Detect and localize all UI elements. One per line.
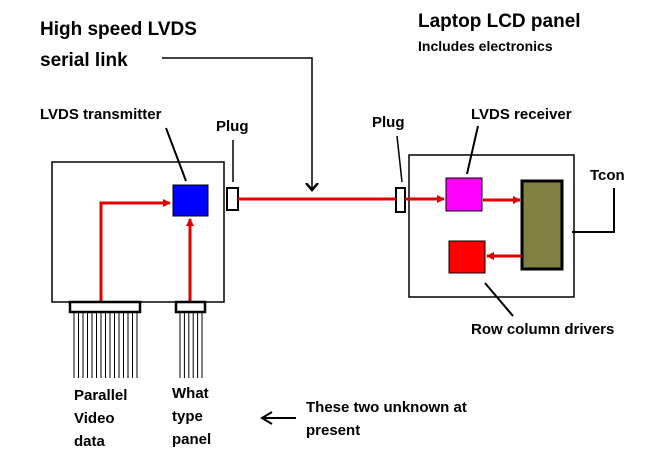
panel-type-connector bbox=[174, 300, 207, 314]
title-line-2: serial link bbox=[40, 50, 128, 71]
panel-type-label-3: panel bbox=[172, 431, 211, 448]
row-column-driver-chip bbox=[448, 240, 486, 274]
lvds-receiver-chip bbox=[445, 177, 483, 212]
left-arrow-icon-head bbox=[260, 411, 273, 425]
panel-title: Laptop LCD panel bbox=[418, 11, 581, 32]
parallel-video-label-1: Parallel bbox=[74, 387, 127, 404]
receiver-pointer bbox=[466, 125, 479, 175]
parallel-video-label-3: data bbox=[74, 433, 106, 450]
plug-right-label: Plug bbox=[372, 114, 405, 131]
serial-link-pointer bbox=[162, 57, 312, 190]
tcon-chip bbox=[520, 179, 564, 271]
lvds-receiver-label: LVDS receiver bbox=[471, 106, 572, 123]
row-column-drivers-label: Row column drivers bbox=[471, 321, 614, 338]
transmitter-pointer bbox=[165, 127, 187, 182]
parallel-video-connector bbox=[68, 300, 142, 314]
panel-type-label-2: type bbox=[172, 408, 203, 425]
tcon-pointer bbox=[572, 188, 615, 233]
panel-type-wires bbox=[179, 312, 203, 378]
title-line-1: High speed LVDS bbox=[40, 19, 197, 40]
lvds-transmitter-chip bbox=[172, 184, 209, 217]
parallel-video-label-2: Video bbox=[74, 410, 115, 427]
lvds-transmitter-label: LVDS transmitter bbox=[40, 106, 162, 123]
panel-type-label-1: What bbox=[172, 385, 209, 402]
source-board-box bbox=[51, 161, 225, 303]
tcon-label: Tcon bbox=[590, 167, 625, 184]
driver-pointer bbox=[484, 282, 514, 317]
plug-right-pointer bbox=[396, 135, 403, 183]
unknown-note-line-1: These two unknown at bbox=[306, 399, 467, 416]
parallel-video-wires bbox=[73, 312, 138, 378]
unknown-note-line-2: present bbox=[306, 422, 360, 439]
panel-subtitle: Includes electronics bbox=[418, 38, 553, 54]
plug-left-label: Plug bbox=[216, 118, 249, 135]
plug-left bbox=[226, 187, 239, 211]
plug-right bbox=[395, 187, 406, 213]
signal-parallel-to-transmitter bbox=[99, 199, 171, 302]
